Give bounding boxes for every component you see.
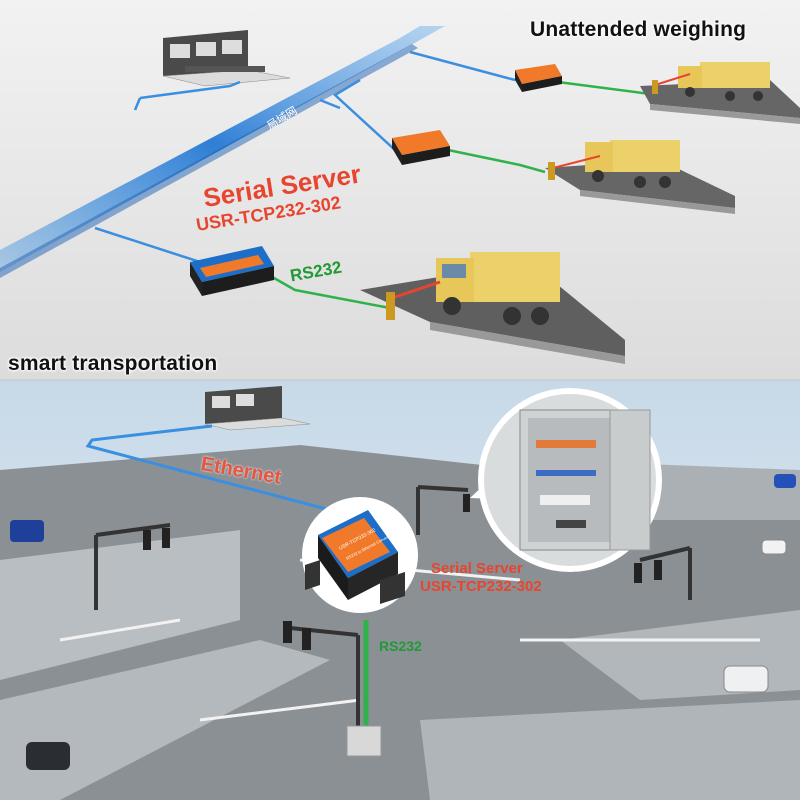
intersection-roads xyxy=(0,445,800,800)
smart-transportation-title: smart transportation xyxy=(8,352,217,376)
serial-server-device-icon: USR-TCP232-302 RS232 to Ethernet Convert… xyxy=(302,497,418,613)
serial-server-label-bottom: Serial Server xyxy=(431,560,523,577)
serial-server-model-label-bottom: USR-TCP232-302 xyxy=(420,578,542,595)
rs232-label-bottom: RS232 xyxy=(379,638,422,654)
unattended-weighing-title: Unattended weighing xyxy=(530,18,746,42)
pole-base xyxy=(347,726,381,756)
